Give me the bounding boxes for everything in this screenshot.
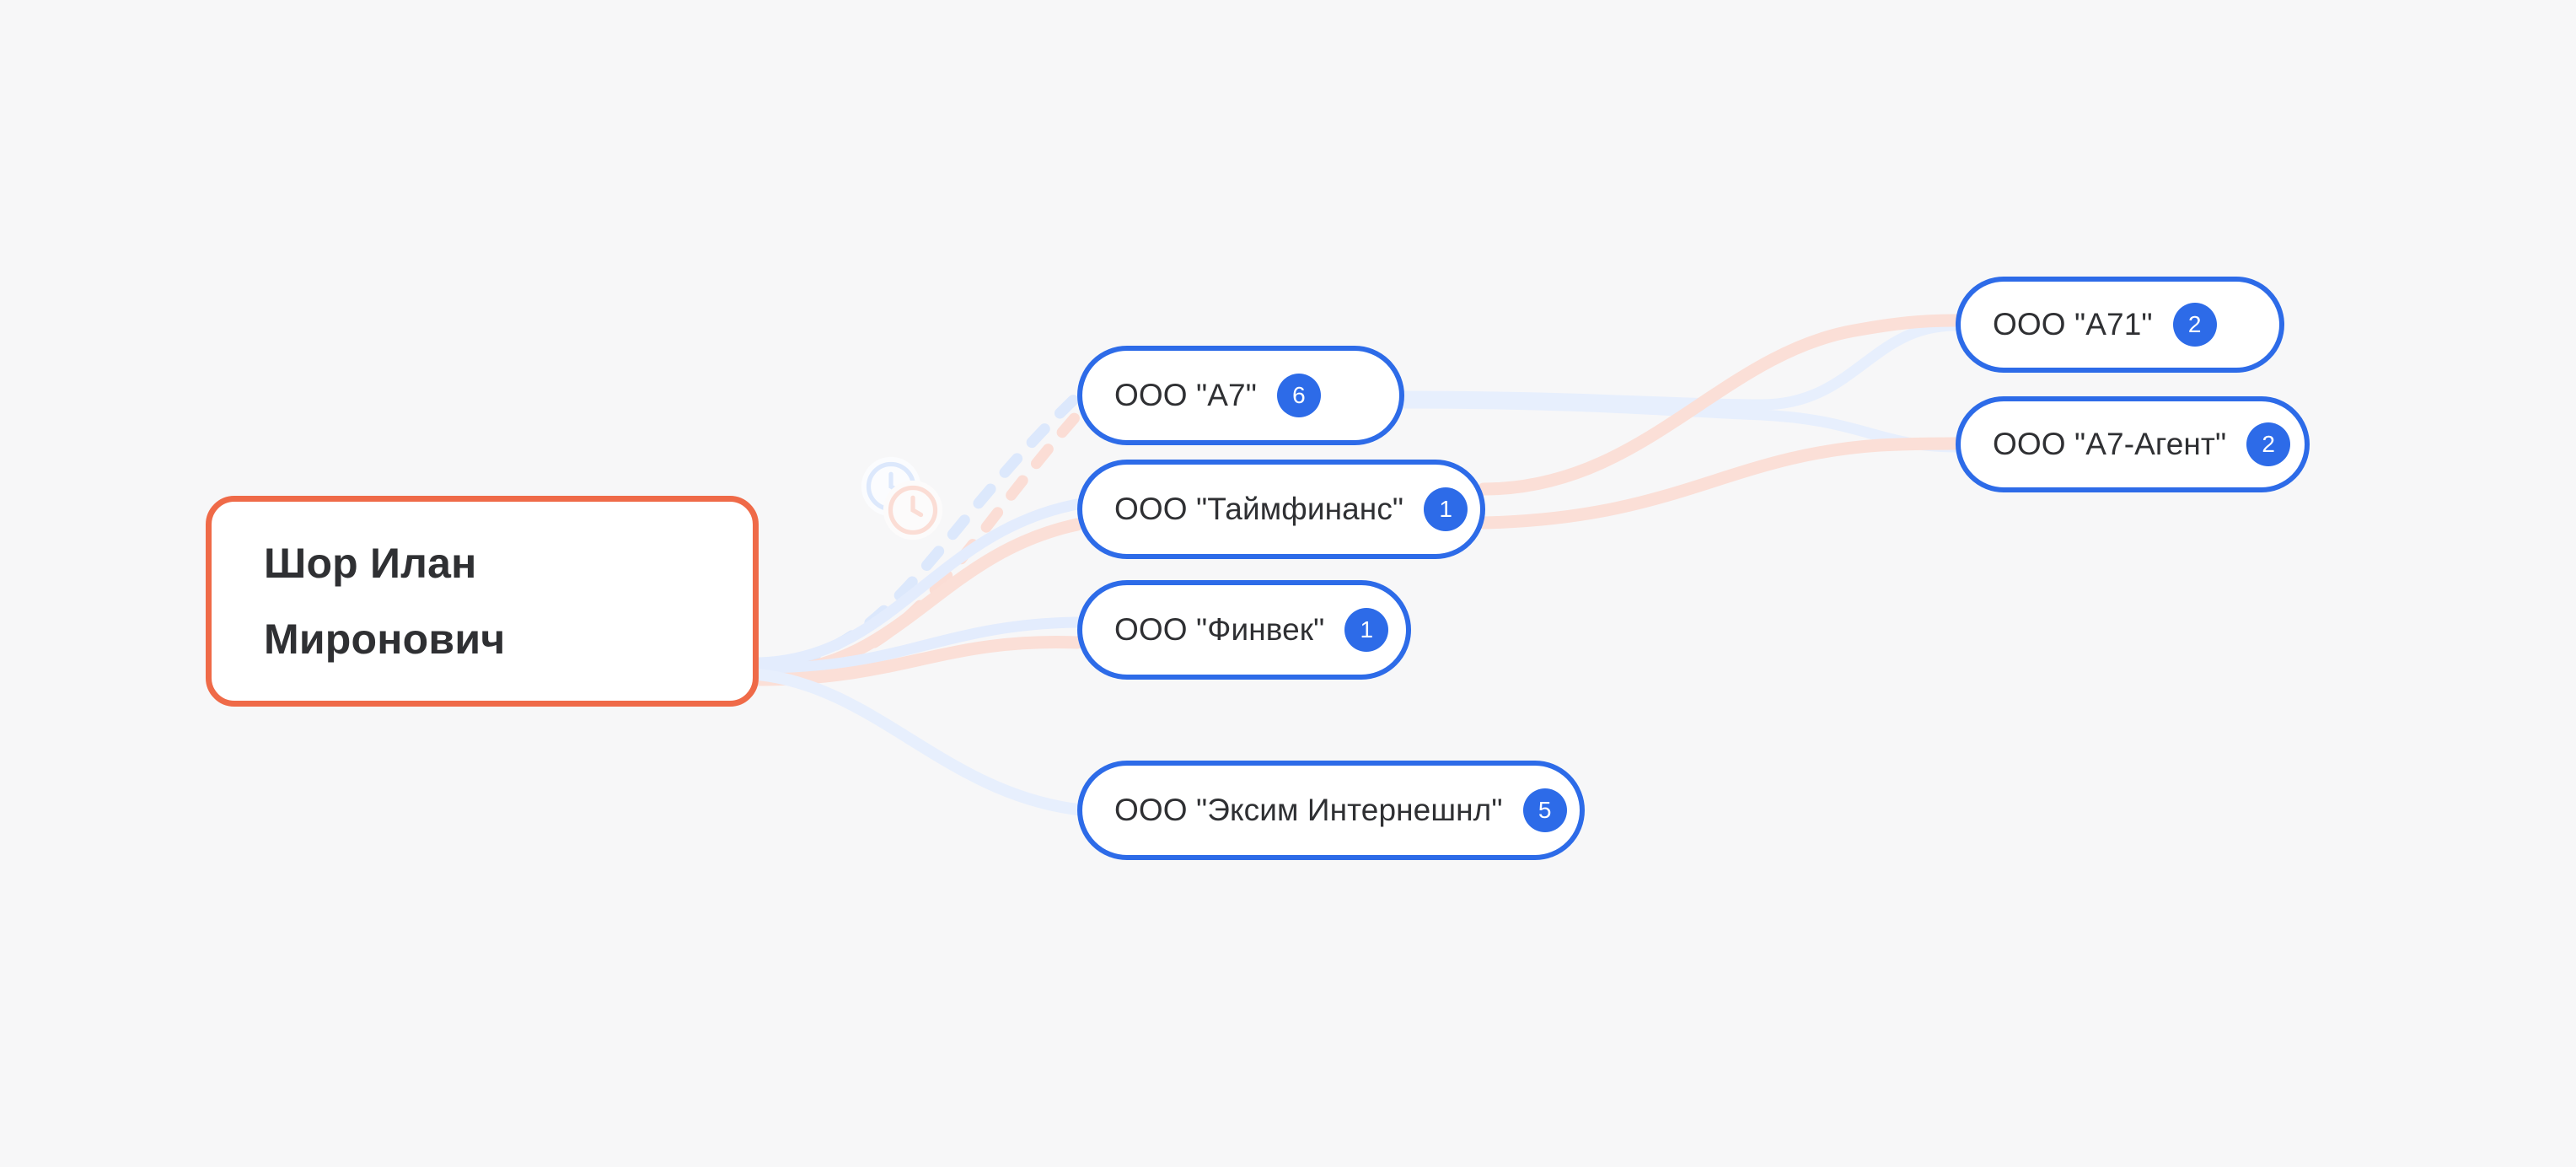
root-node-name-line-1: Шор Илан [264,540,477,587]
company-node-label: ООО "А71" [1993,307,2153,341]
edge-root-a7-blue [753,390,1083,672]
root-node-person[interactable]: Шор Илан Миронович [206,496,759,707]
root-node-name-line-2: Миронович [264,616,506,663]
company-node-label: ООО "Финвек" [1114,612,1325,647]
company-node-eksim[interactable]: ООО "Эксим Интернешнл" 5 [1077,761,1585,860]
status-badge: 5 [1522,788,1567,832]
company-node-a7[interactable]: ООО "А7" 6 [1077,346,1404,445]
company-node-label: ООО "А7" [1114,378,1257,412]
company-node-finvek[interactable]: ООО "Финвек" 1 [1077,580,1411,680]
company-node-label: ООО "Эксим Интернешнл" [1114,793,1503,827]
edge-a7-a71-blue [1398,320,1962,411]
status-badge: 2 [2246,422,2291,466]
company-node-label: ООО "Таймфинанс" [1114,492,1404,526]
status-badge: 1 [1424,487,1468,531]
edge-history-markers [860,455,953,548]
status-badge: 2 [2172,303,2217,347]
edge-root-a7-pink [753,409,1083,680]
company-node-label: ООО "А7-Агент" [1993,427,2227,461]
clock-icon [883,480,943,540]
edge-root-timfinans-pink [752,518,1084,680]
edge-root-finvek-pink [752,636,1084,686]
company-node-timfinans[interactable]: ООО "Таймфинанс" 1 [1077,460,1485,559]
edge-a7-a7agent-blue [1398,397,1962,453]
status-badge: 6 [1276,374,1321,417]
edge-timfinans-a71-pink [1477,314,1962,496]
edge-timfinans-a7agent-pink [1477,437,1962,530]
edge-root-finvek-blue [753,616,1083,675]
company-node-a71[interactable]: ООО "А71" 2 [1956,277,2284,373]
status-badge: 1 [1344,608,1389,652]
edge-root-eksim-blue [753,669,1083,815]
company-node-a7agent[interactable]: ООО "А7-Агент" 2 [1956,396,2310,492]
clock-icon [861,456,921,517]
edge-root-timfinans-blue [753,498,1083,669]
